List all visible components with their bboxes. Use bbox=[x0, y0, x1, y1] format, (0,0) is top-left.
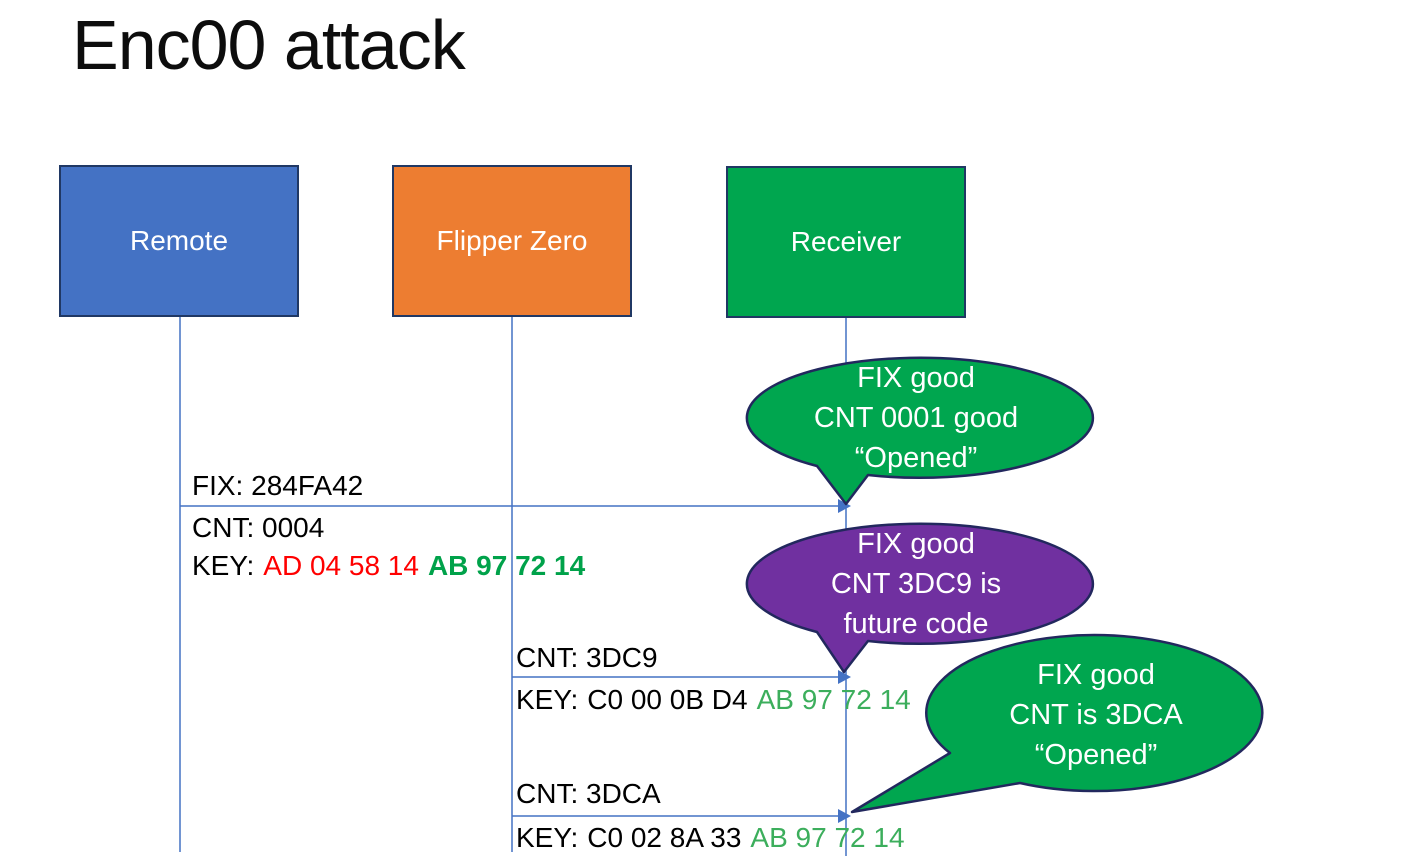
message3-cnt: CNT: 3DCA bbox=[516, 778, 661, 809]
callout-line: FIX good bbox=[1037, 659, 1155, 691]
callout-line: CNT 0001 good bbox=[813, 402, 1019, 434]
message1-key: KEY: AD 04 58 14 AB 97 72 14 bbox=[192, 550, 585, 582]
callout-line: future code bbox=[843, 608, 989, 640]
callout-text-fix-good-cnt-0001: FIX good CNT 0001 good “Opened” bbox=[743, 357, 1089, 479]
actor-box-remote: Remote bbox=[59, 165, 299, 317]
callout-line: CNT is 3DCA bbox=[1009, 699, 1183, 731]
actor-label-flipper-zero: Flipper Zero bbox=[436, 225, 588, 256]
message3-key-rolling-part: C0 02 8A 33 bbox=[587, 822, 742, 853]
actor-label-receiver: Receiver bbox=[790, 226, 902, 257]
arrowhead-icon bbox=[838, 809, 851, 823]
callout-line: “Opened” bbox=[854, 442, 978, 474]
callout-bubble-fix-good-cnt-0001 bbox=[745, 356, 1095, 506]
message1-fix: FIX: 284FA42 bbox=[192, 470, 364, 501]
arrowhead-icon bbox=[838, 499, 851, 513]
callout-bubble-cnt-3dc9-future bbox=[745, 522, 1095, 674]
callout-text-cnt-3dc9-future: FIX good CNT 3DC9 is future code bbox=[743, 523, 1089, 645]
actor-box-flipper-zero: Flipper Zero bbox=[392, 165, 632, 317]
message-arrows bbox=[180, 499, 851, 823]
callout-line: FIX good bbox=[857, 528, 975, 560]
message2-key-rolling-part: C0 00 0B D4 bbox=[587, 684, 748, 715]
message2-key-fixed-part: AB 97 72 14 bbox=[756, 684, 911, 715]
message2-key: KEY: C0 00 0B D4 AB 97 72 14 bbox=[516, 684, 911, 716]
callout-bubble-cnt-3dca-opened bbox=[850, 633, 1264, 814]
actor-box-receiver: Receiver bbox=[726, 166, 966, 318]
message1-key-label: KEY: bbox=[192, 550, 255, 581]
message3-key-label: KEY: bbox=[516, 822, 579, 853]
message2-cnt: CNT: 3DC9 bbox=[516, 642, 658, 673]
arrowhead-icon bbox=[838, 670, 851, 684]
message2-key-label: KEY: bbox=[516, 684, 579, 715]
message3-key-fixed-part: AB 97 72 14 bbox=[750, 822, 905, 853]
callout-line: FIX good bbox=[857, 362, 975, 394]
message1-cnt: CNT: 0004 bbox=[192, 512, 325, 543]
message1-key-fixed-part: AB 97 72 14 bbox=[427, 550, 586, 581]
actor-label-remote: Remote bbox=[129, 225, 229, 256]
page-title: Enc00 attack bbox=[72, 6, 466, 84]
message3-key: KEY: C0 02 8A 33 AB 97 72 14 bbox=[516, 822, 905, 854]
callout-line: CNT 3DC9 is bbox=[830, 568, 1002, 600]
callout-text-cnt-3dca-opened: FIX good CNT is 3DCA “Opened” bbox=[929, 653, 1263, 777]
message1-key-rolling-part: AD 04 58 14 bbox=[263, 550, 419, 581]
callout-line: “Opened” bbox=[1034, 739, 1158, 771]
